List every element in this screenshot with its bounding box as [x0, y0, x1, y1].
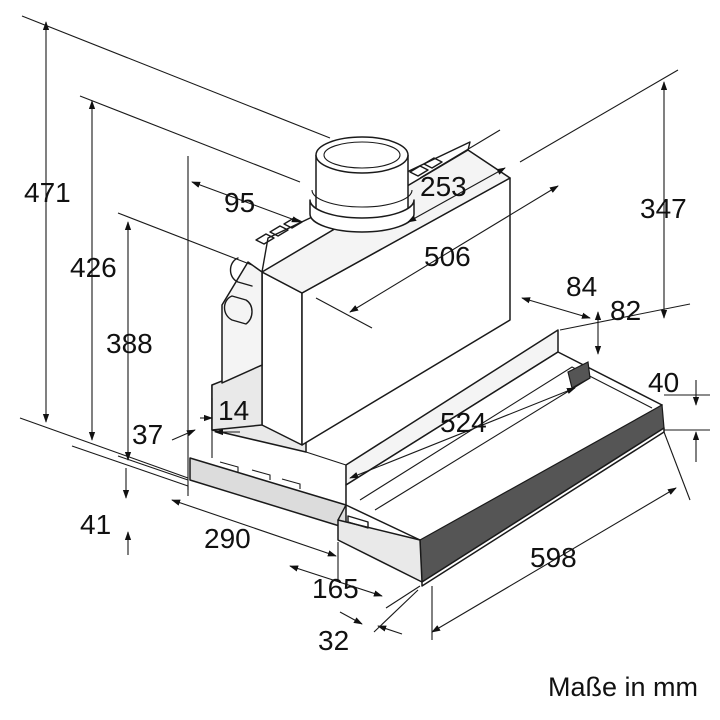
visor-clip: [567, 361, 591, 389]
dim-598: 598: [530, 542, 577, 573]
dim-506: 506: [424, 241, 471, 272]
dim-14: 14: [218, 395, 249, 426]
mount-bracket-left: [223, 295, 253, 325]
dim-37: 37: [132, 419, 163, 450]
housing-bottom-rail: [189, 457, 347, 529]
dim-253: 253: [420, 171, 467, 202]
dim-388: 388: [106, 328, 153, 359]
motor-box-left: [261, 271, 303, 446]
units-caption: Maße in mm: [547, 672, 698, 702]
dim-82: 82: [610, 295, 641, 326]
dim-347: 347: [640, 193, 687, 224]
hood-body: [189, 141, 665, 587]
dim-41: 41: [80, 509, 111, 540]
dim-32: 32: [318, 625, 349, 656]
dim-524: 524: [440, 407, 487, 438]
dimension-lines: [19, 15, 710, 640]
dim-40: 40: [648, 367, 679, 398]
dim-84: 84: [566, 271, 597, 302]
dimension-labels: 471 426 388 37 41 95 253 506 347 84 82 4…: [24, 171, 687, 656]
dim-426: 426: [70, 252, 117, 283]
visor-left-end: [337, 519, 423, 583]
dim-95: 95: [224, 187, 255, 218]
dim-290: 290: [204, 523, 251, 554]
dim-471: 471: [24, 177, 71, 208]
duct-collar: [309, 136, 415, 233]
dim-165: 165: [312, 573, 359, 604]
